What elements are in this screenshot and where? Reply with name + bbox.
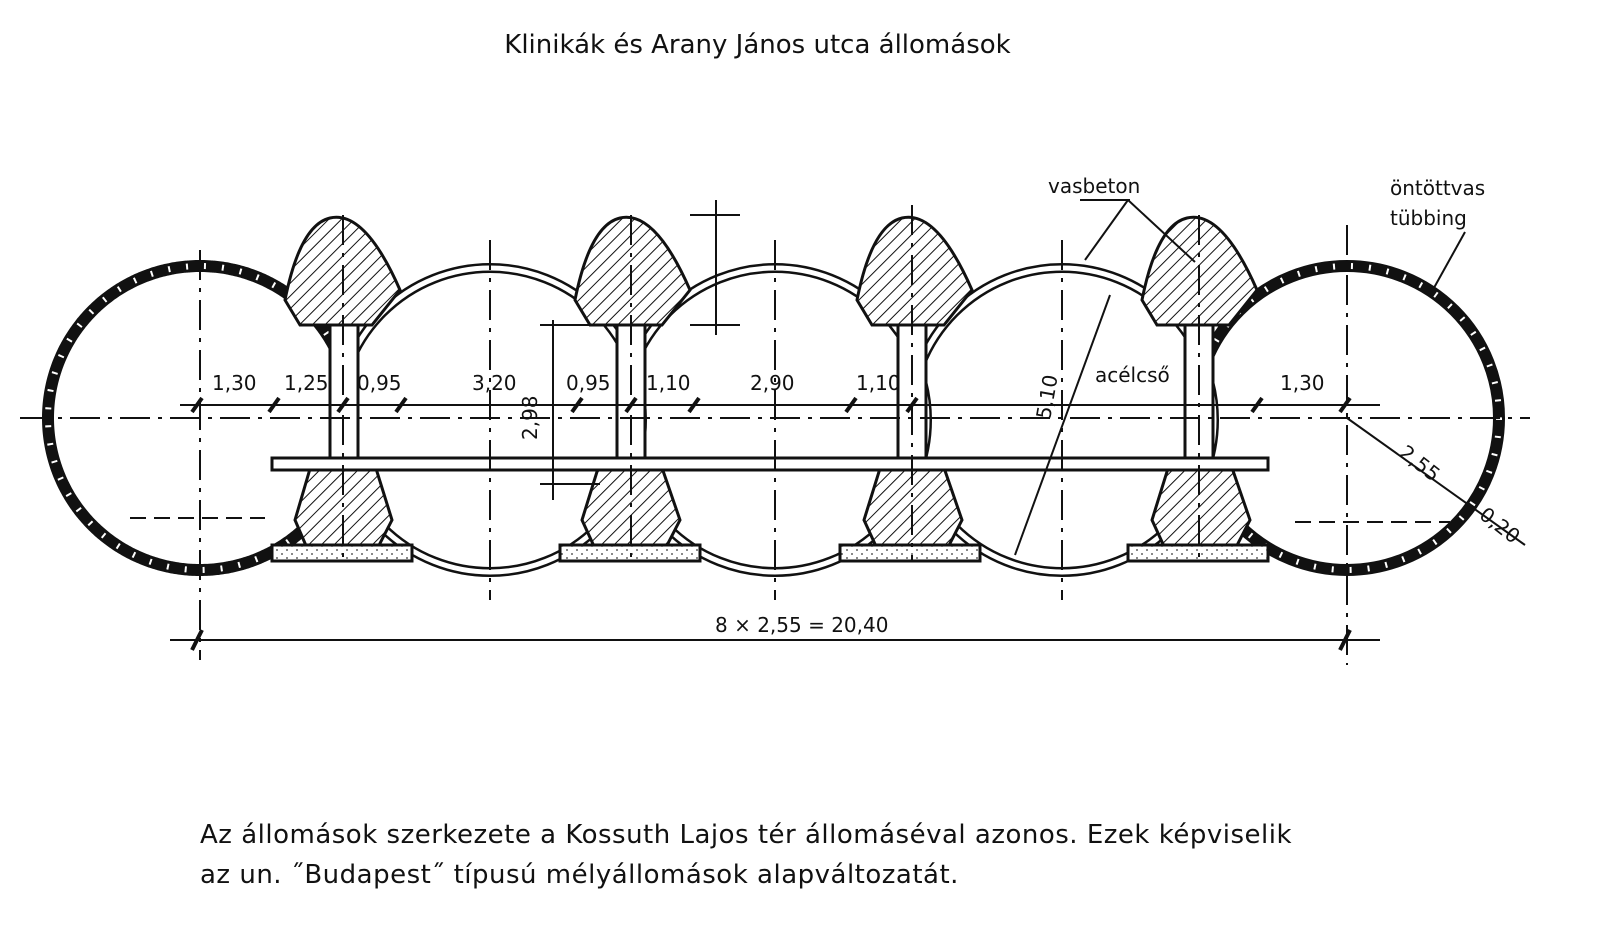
dim-0-95-a: 0,95 <box>357 371 402 395</box>
dim-3-20: 3,20 <box>472 371 517 395</box>
pillar-2 <box>558 215 702 563</box>
caption: Az állomások szerkezete a Kossuth Lajos … <box>200 815 1292 895</box>
platform-beam <box>270 456 1270 472</box>
dim-0-95-b: 0,95 <box>566 371 611 395</box>
dim-0-20: 0,20 <box>1475 502 1525 548</box>
caption-line-1: Az állomások szerkezete a Kossuth Lajos … <box>200 820 1293 850</box>
label-vasbeton: vasbeton <box>1048 174 1140 198</box>
dim-1-10-b: 1,10 <box>856 371 901 395</box>
label-acelcso: acélcső <box>1095 363 1170 387</box>
dim-2-98: 2,98 <box>518 395 542 440</box>
caption-line-2: az un. ˝Budapest˝ típusú mélyállomások a… <box>200 860 959 890</box>
dim-1-30: 1,30 <box>212 371 257 395</box>
drawing-title: Klinikák és Arany János utca állomások <box>504 30 1011 60</box>
dim-1-10-a: 1,10 <box>646 371 691 395</box>
center-lines <box>20 205 1530 665</box>
dim-5-10: 5,10 <box>1031 373 1062 421</box>
dim-1-25: 1,25 <box>284 371 329 395</box>
dim-2-90: 2,90 <box>750 371 795 395</box>
dim-2-55: 2,55 <box>1395 440 1445 486</box>
label-ontottvas: öntöttvas <box>1390 176 1485 200</box>
dimension-chain <box>170 199 1526 651</box>
dim-total: 8 × 2,55 = 20,40 <box>715 613 888 637</box>
label-tubbing: tübbing <box>1390 206 1467 230</box>
dim-1-30-right: 1,30 <box>1280 371 1325 395</box>
